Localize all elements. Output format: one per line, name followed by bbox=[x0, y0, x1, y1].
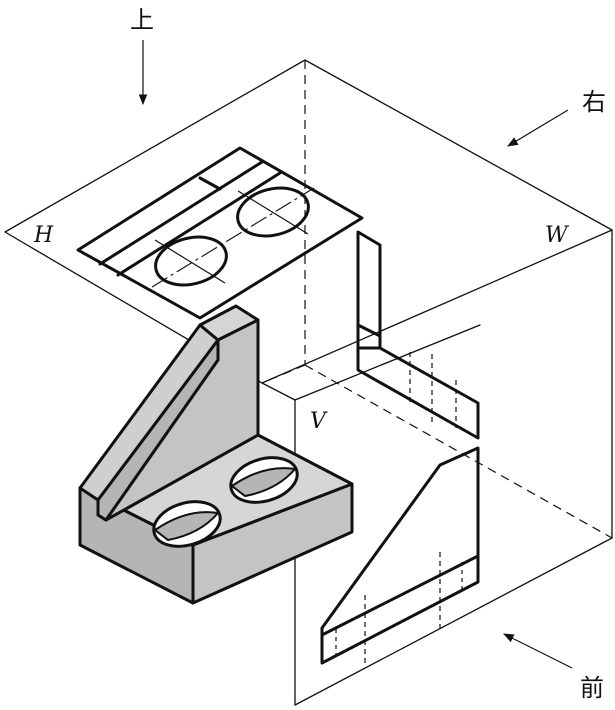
label-right: 右 bbox=[582, 88, 606, 116]
label-plane-v: V bbox=[310, 409, 328, 434]
top-view-outline bbox=[76, 146, 364, 320]
top-view-centerline-right bbox=[237, 190, 309, 235]
side-view-outline bbox=[356, 230, 480, 440]
top-view bbox=[76, 146, 364, 320]
front-view bbox=[320, 446, 480, 665]
v-plane-bottom-edge bbox=[294, 537, 613, 706]
top-view-centerline-left bbox=[154, 239, 226, 284]
label-top: 上 bbox=[130, 6, 154, 34]
h-plane-outline bbox=[4, 59, 613, 384]
base-hole-back-inner bbox=[230, 467, 297, 498]
top-view-edge-3 bbox=[198, 176, 222, 191]
label-plane-h: H bbox=[33, 223, 54, 248]
hidden-bottom-edge-2 bbox=[261, 364, 306, 384]
front-view-outline bbox=[320, 446, 480, 665]
label-front: 前 bbox=[580, 674, 604, 702]
projection-box bbox=[4, 59, 613, 706]
side-view-edge bbox=[356, 323, 382, 338]
base-hole-front-inner bbox=[153, 511, 220, 542]
v-plane-top-edge bbox=[294, 324, 481, 401]
front-view-base-line bbox=[320, 554, 480, 637]
hidden-bottom-edge-1 bbox=[304, 364, 613, 539]
top-view-edge-1 bbox=[98, 160, 264, 266]
side-view bbox=[356, 230, 480, 440]
top-view-centerline-main bbox=[151, 187, 315, 288]
top-view-edge-2 bbox=[116, 171, 282, 277]
top-view-hole-right bbox=[236, 186, 310, 238]
bracket-3d-object bbox=[78, 304, 354, 605]
upright-side-face bbox=[104, 318, 260, 522]
label-plane-w: W bbox=[545, 223, 570, 248]
top-view-hole-left bbox=[154, 235, 228, 287]
v-plane-left-top bbox=[261, 382, 296, 401]
direction-arrows bbox=[138, 40, 573, 669]
front-direction-arrow bbox=[503, 633, 573, 669]
right-direction-arrow bbox=[507, 109, 569, 147]
